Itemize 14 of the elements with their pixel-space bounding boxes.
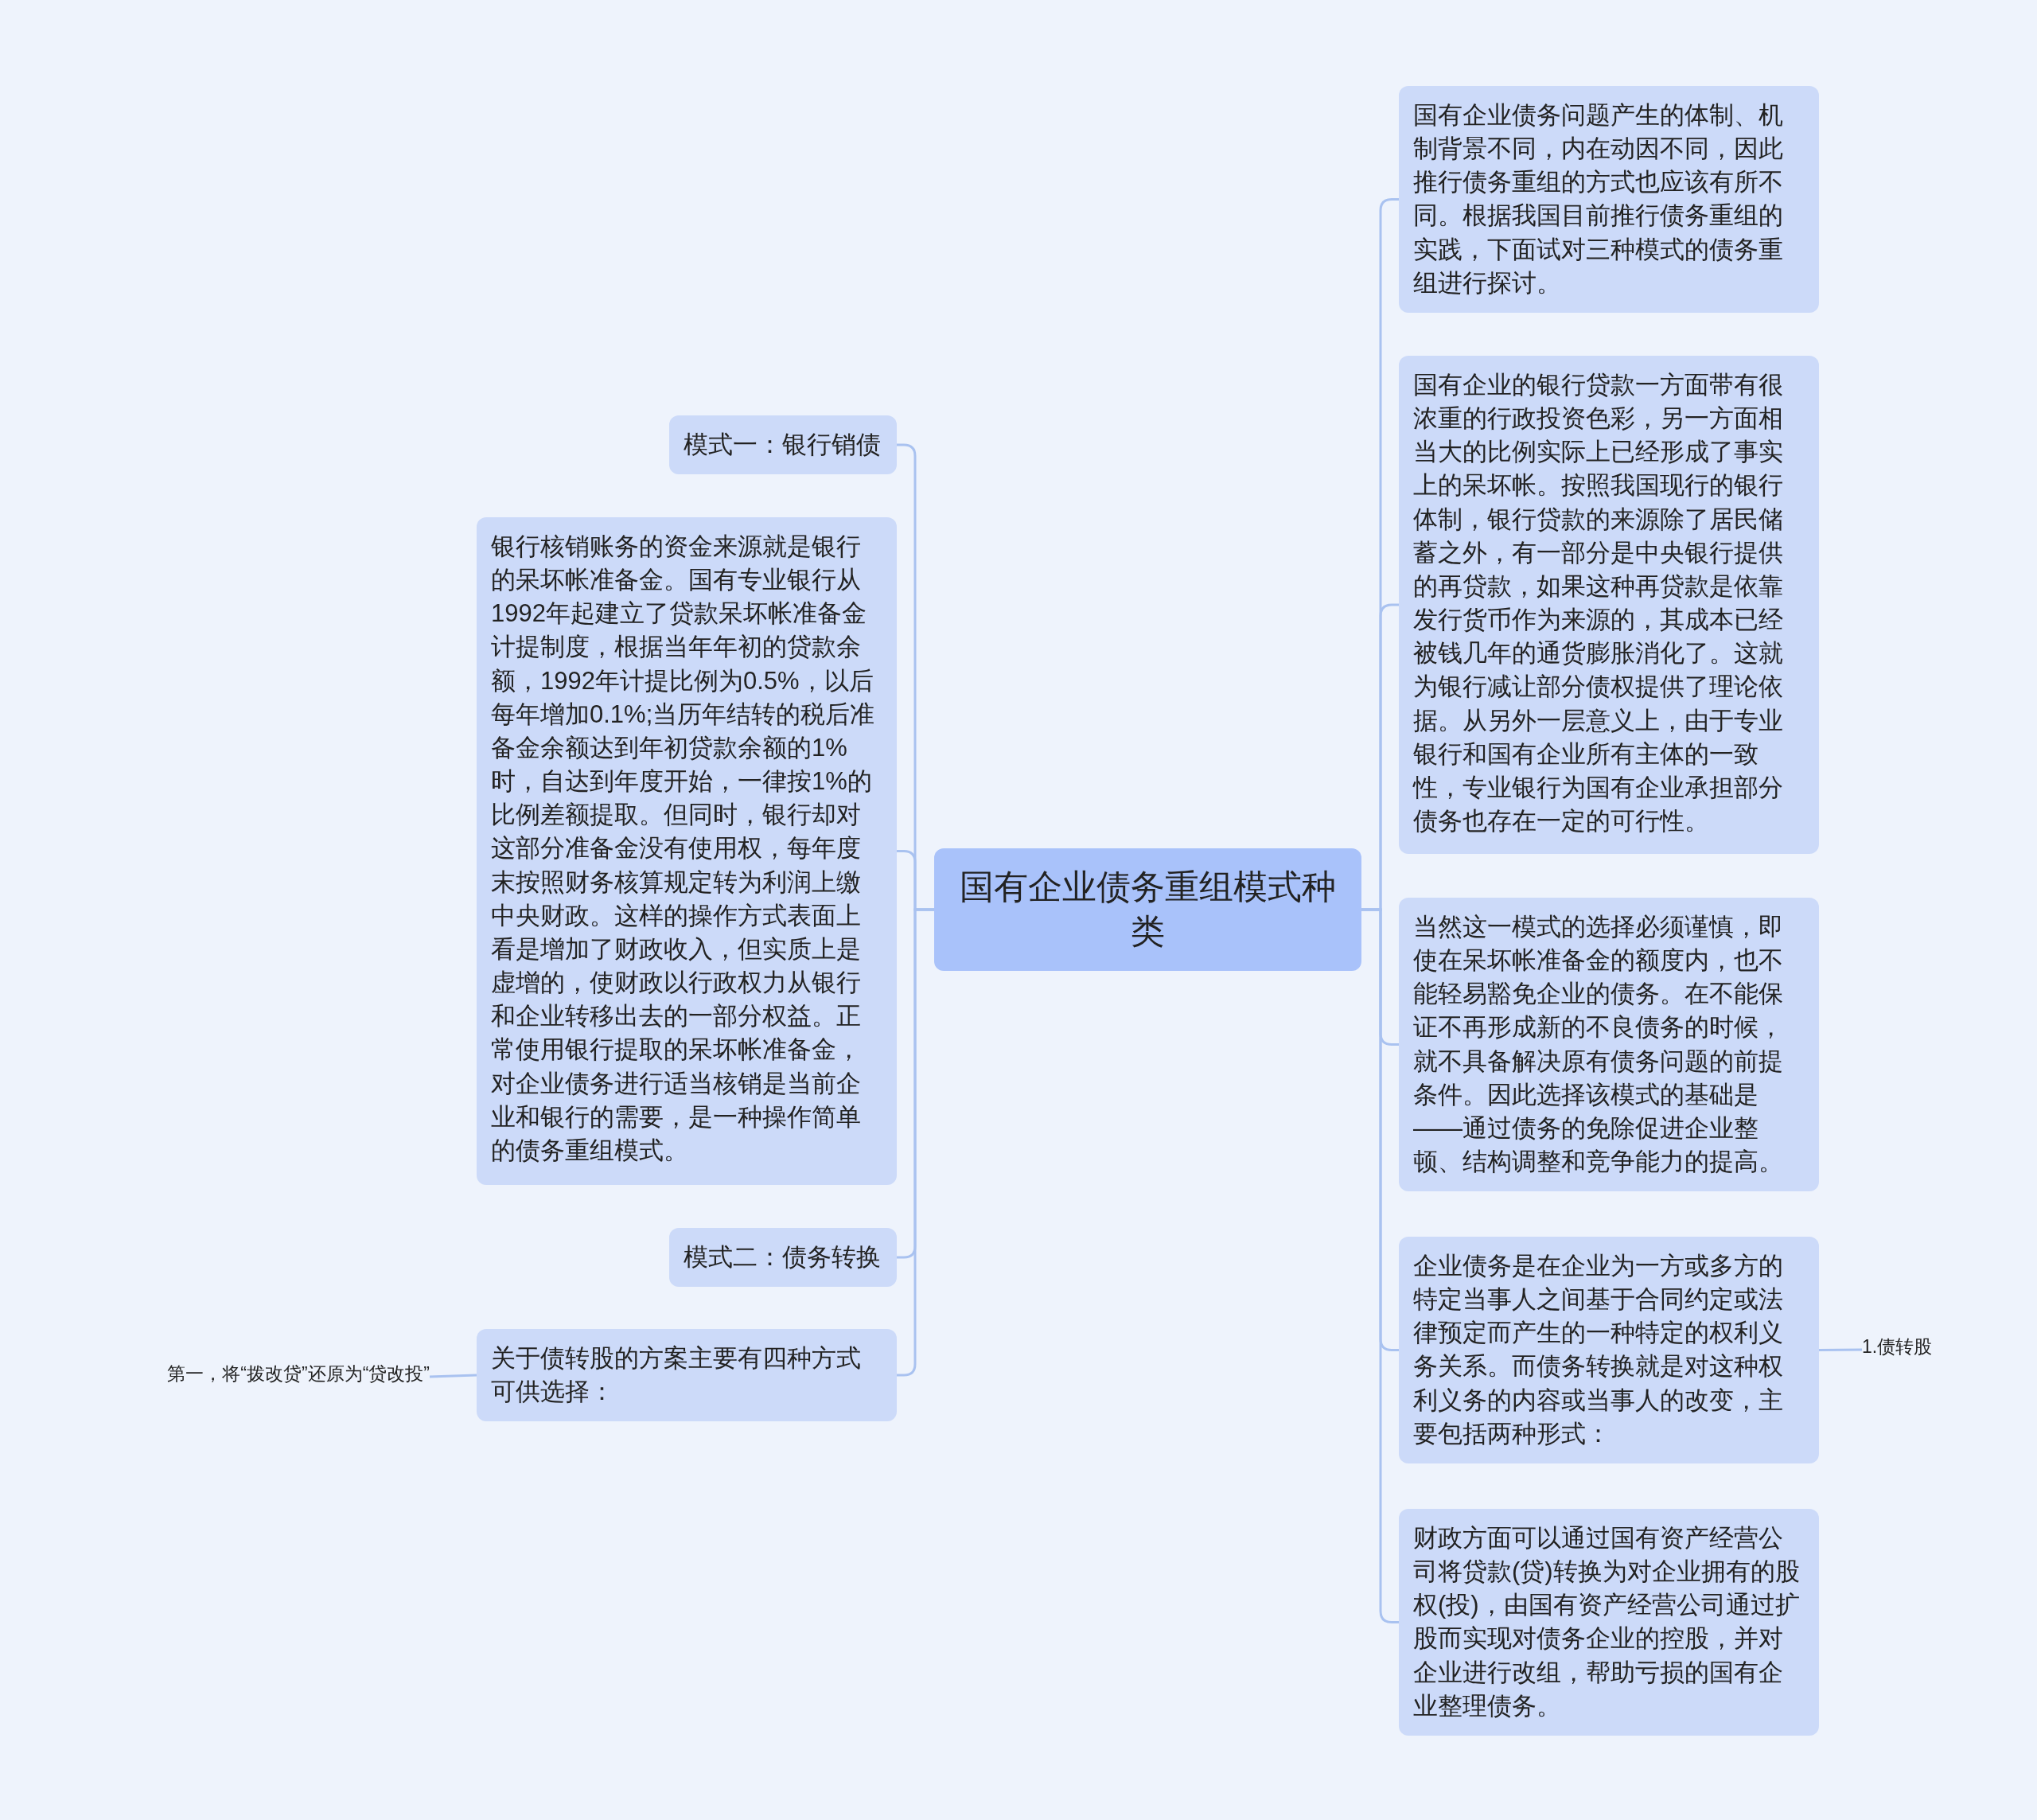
text-card: 企业债务是在企业为一方或多方的特定当事人之间基于合同约定或法律预定而产生的一种特定的权利义务关系。而债务转换就是对这种权利义务的内容或当事人的改变，主要包括两种形式：	[1399, 1237, 1819, 1463]
subtopic-box: 模式二：债务转换	[669, 1228, 897, 1288]
subtopic-box: 模式一：银行销债	[669, 415, 897, 475]
branch-label: 1.债转股	[1862, 1335, 1957, 1364]
text-card: 银行核销账务的资金来源就是银行的呆坏帐准备金。国有专业银行从1992年起建立了贷款呆坏帐准备金计提制度，根据当年年初的贷款余额，1992年计提比例为0.5%，以后每年增加0.1%;当历年结转的税后准备金余额达到年初贷款余额的1%时，自达到年度开始，一律按1%的比例差额提取。但同时，银行却对这部分准备金没有使用权，每年度末按照财务核算规定转为利润上缴中央财政。这样的操作方式表面上看是增加了财政收入，但实质上是虚增的，使财政以行政权力从银行和企业转移出去的一部分权益。正常使用银行提取的呆坏帐准备金，对企业债务进行适当核销是当前企业和银行的需要，是一种操作简单的债务重组模式。	[477, 517, 897, 1185]
topic-box: 国有企业债务重组模式种类	[934, 848, 1361, 971]
connector-line	[429, 1374, 477, 1378]
text-card: 国有企业的银行贷款一方面带有很浓重的行政投资色彩，另一方面相当大的比例实际上已经形成了事实上的呆坏帐。按照我国现行的银行体制，银行贷款的来源除了居民储蓄之外，有一部分是中央银行提供的再贷款，如果这种再贷款是依靠发行货币作为来源的，其成本已经被钱几年的通货膨胀消化了。这就为银行减让部分债权提供了理论依据。从另外一层意义上，由于专业银行和国有企业所有主体的一致性，专业银行为国有企业承担部分债务也存在一定的可行性。	[1399, 356, 1819, 854]
branch-label: 第一，将“拨改贷”还原为“贷改投”	[91, 1362, 430, 1391]
text-card: 财政方面可以通过国有资产经营公司将贷款(贷)转换为对企业拥有的股权(投)，由国有资产经营公司通过扩股而实现对债务企业的控股，并对企业进行改组，帮助亏损的国有企业整理债务。	[1399, 1509, 1819, 1736]
text-card: 当然这一模式的选择必须谨慎，即使在呆坏帐准备金的额度内，也不能轻易豁免企业的债务。在不能保证不再形成新的不良债务的时候，就不具备解决原有债务问题的前提条件。因此选择该模式的基础是——通过债务的免除促进企业整顿、结构调整和竞争能力的提高。	[1399, 898, 1819, 1192]
text-card: 关于债转股的方案主要有四种方式可供选择：	[477, 1329, 897, 1422]
connector-line	[1819, 1348, 1862, 1351]
text-card: 国有企业债务问题产生的体制、机制背景不同，内在动因不同，因此推行债务重组的方式也应该有所不同。根据我国目前推行债务重组的实践，下面试对三种模式的债务重组进行探讨。	[1399, 86, 1819, 313]
